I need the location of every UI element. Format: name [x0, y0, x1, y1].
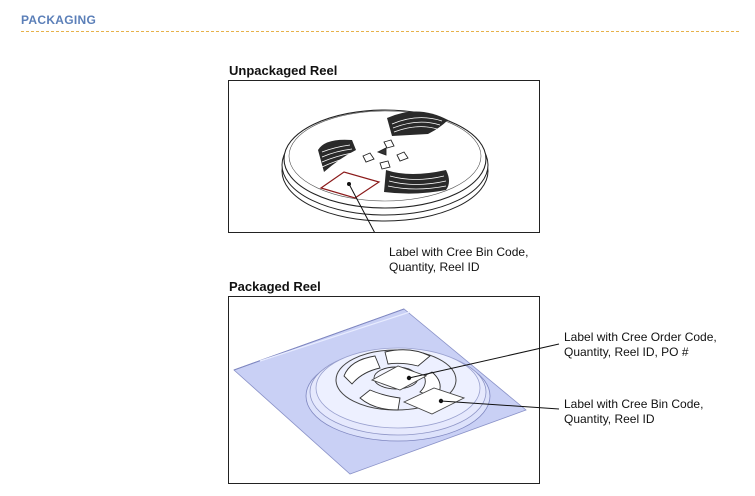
- reel-window-left: [318, 139, 356, 172]
- order-code-label: [370, 365, 428, 391]
- callout-line: Quantity, Reel ID: [564, 412, 655, 426]
- section-title: PACKAGING: [21, 13, 97, 27]
- packaged-reel-title: Packaged Reel: [229, 279, 321, 294]
- unpackaged-label-callout: Label with Cree Bin Code, Quantity, Reel…: [389, 245, 528, 275]
- reel-window-top: [387, 111, 448, 136]
- unpackaged-reel-title: Unpackaged Reel: [229, 63, 338, 78]
- callout-line: Quantity, Reel ID, PO #: [564, 345, 689, 359]
- bin-code-label: [402, 387, 466, 415]
- packaged-reel-drawing: [233, 308, 527, 475]
- order-code-callout: Label with Cree Order Code, Quantity, Re…: [564, 330, 717, 360]
- bin-code-callout: Label with Cree Bin Code, Quantity, Reel…: [564, 397, 703, 427]
- callout-line: Label with Cree Bin Code,: [389, 245, 529, 259]
- callout-line: Quantity, Reel ID: [389, 260, 480, 274]
- unpackaged-reel-drawing: [281, 109, 489, 232]
- callout-line: Label with Cree Order Code,: [564, 330, 717, 344]
- reel-hub: [362, 139, 409, 170]
- callout-line: Label with Cree Bin Code,: [564, 397, 704, 411]
- section-divider: [21, 31, 739, 32]
